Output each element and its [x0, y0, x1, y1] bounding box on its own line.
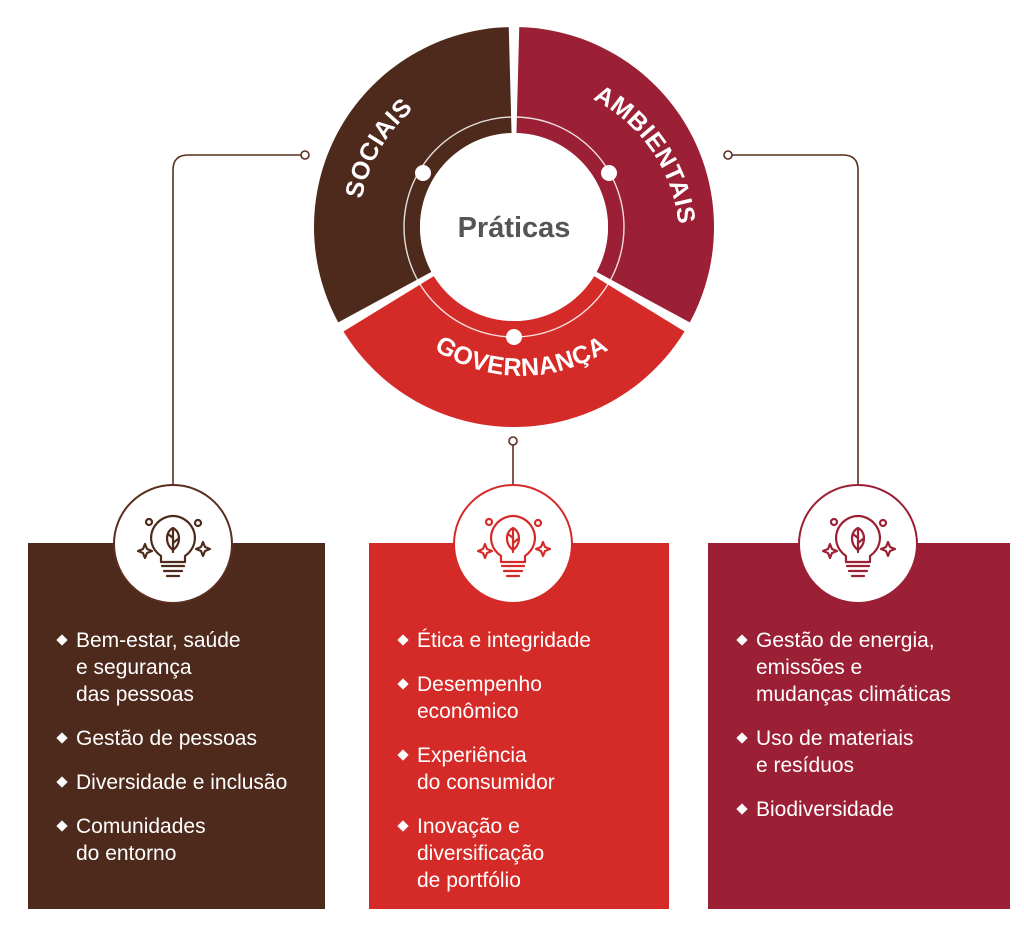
list-item: Comunidades do entorno	[56, 813, 305, 867]
card-governanca-list: Ética e integridade Desempenho econômico…	[397, 627, 649, 894]
list-item: Gestão de pessoas	[56, 725, 305, 752]
connector-lines	[172, 154, 859, 488]
list-item: Desempenho econômico	[397, 671, 649, 725]
ring-segment-governanca	[343, 276, 685, 428]
card-ambientais: Gestão de energia, emissões e mudanças c…	[708, 543, 1010, 909]
icon-circle-sociais	[113, 484, 233, 604]
center-disc	[420, 133, 608, 321]
lightbulb-leaf-icon	[136, 514, 212, 578]
list-item: Bem-estar, saúde e segurança das pessoas	[56, 627, 305, 708]
connector-dot-ambientais	[723, 150, 733, 160]
icon-circle-ambientais	[798, 484, 918, 604]
connector-ambientais	[728, 154, 859, 488]
connector-dot-sociais	[300, 150, 310, 160]
card-sociais: Bem-estar, saúde e segurança das pessoas…	[28, 543, 325, 909]
list-item: Inovação e diversificação de portfólio	[397, 813, 649, 894]
orbit-dot-governanca	[506, 329, 522, 345]
list-item: Biodiversidade	[736, 796, 990, 823]
card-governanca: Ética e integridade Desempenho econômico…	[369, 543, 669, 909]
list-item: Ética e integridade	[397, 627, 649, 654]
card-ambientais-list: Gestão de energia, emissões e mudanças c…	[736, 627, 990, 823]
list-item: Experiência do consumidor	[397, 742, 649, 796]
icon-circle-governanca	[453, 484, 573, 604]
lightbulb-leaf-icon	[476, 514, 552, 578]
connector-sociais	[172, 154, 305, 488]
lightbulb-leaf-icon	[821, 514, 897, 578]
orbit-dot-sociais	[415, 165, 431, 181]
orbit-dot-ambientais	[601, 165, 617, 181]
ring-segment-sociais	[314, 27, 512, 323]
list-item: Diversidade e inclusão	[56, 769, 305, 796]
card-sociais-list: Bem-estar, saúde e segurança das pessoas…	[56, 627, 305, 867]
list-item: Uso de materiais e resíduos	[736, 725, 990, 779]
center-label: Práticas	[458, 212, 571, 244]
connector-dot-governanca	[508, 436, 518, 446]
list-item: Gestão de energia, emissões e mudanças c…	[736, 627, 990, 708]
